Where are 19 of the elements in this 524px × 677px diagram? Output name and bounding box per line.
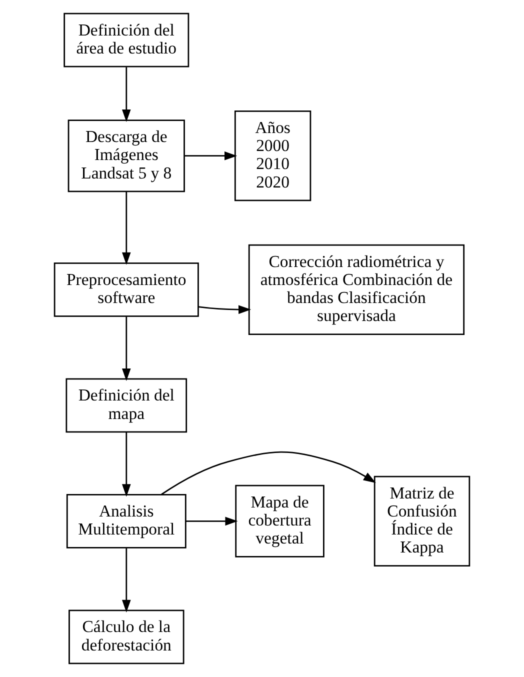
- node-box: Años 2000 2010 2020: [234, 110, 312, 202]
- node-box: Mapa de cobertura vegetal: [235, 484, 324, 558]
- node-box: Definición del mapa: [66, 378, 188, 433]
- node-box: Cálculo de la deforestación: [68, 610, 184, 664]
- node-box: Descarga de Imágenes Landsat 5 y 8: [68, 120, 185, 192]
- arrow: [161, 451, 376, 495]
- node-box: Analisis Multitemporal: [66, 494, 186, 548]
- arrow: [122, 192, 131, 265]
- arrow: [184, 151, 238, 160]
- arrow: [122, 316, 131, 381]
- arrow: [122, 548, 131, 612]
- arrow: [186, 516, 238, 526]
- node-box: Preprocesamiento software: [54, 262, 199, 317]
- node-box: Definición del área de estudio: [64, 12, 190, 68]
- arrow: [122, 67, 131, 122]
- arrow: [122, 432, 131, 497]
- node-box: Corrección radiométrica y atmosférica Combinación de bandas Clasificación supervisada: [248, 244, 465, 336]
- node-box: Matriz de Confusión Índice de Kappa: [374, 476, 470, 566]
- arrow: [198, 305, 252, 314]
